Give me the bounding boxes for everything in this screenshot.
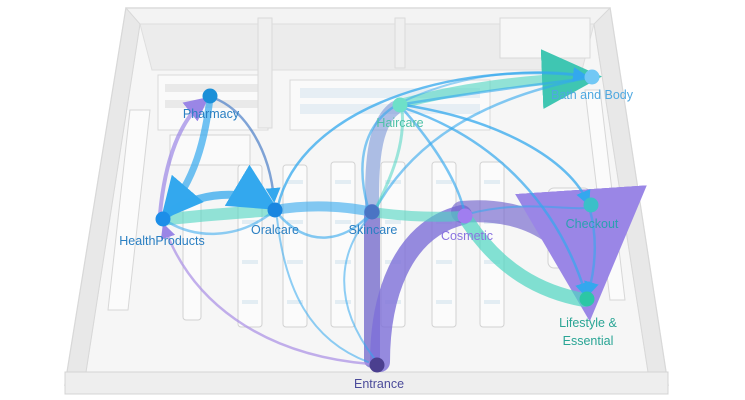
label-bathandbody: Bath and Body <box>551 88 634 102</box>
label-oralcare: Oralcare <box>251 223 299 237</box>
flow-entrance-cosmetic <box>370 205 472 372</box>
flow-cosmetic-checkout <box>467 205 586 215</box>
node-cosmetic[interactable] <box>457 208 473 224</box>
flow-health-pharmacy <box>158 96 209 216</box>
flow-oral-skincare-teal <box>270 201 377 217</box>
label-lifestyle-line1: Lifestyle & <box>559 316 617 330</box>
flow-entrance-health <box>160 223 372 366</box>
flow-oral-skincare-lower <box>276 212 370 239</box>
flow-haircare-bath-top <box>401 71 589 103</box>
flow-health-oral <box>162 164 279 219</box>
node-healthproducts[interactable] <box>155 211 171 227</box>
flow-skincare-haircare-right <box>374 108 404 210</box>
flow-oral-health <box>166 212 272 236</box>
flow-haircare-lifestyle <box>402 106 590 298</box>
label-cosmetic: Cosmetic <box>441 229 493 243</box>
flow-bath-haircare <box>402 76 592 106</box>
node-lifestyle[interactable] <box>579 291 595 307</box>
label-healthproducts: HealthProducts <box>119 234 204 248</box>
node-entrance[interactable] <box>369 357 385 373</box>
labels: Pharmacy HealthProducts Oralcare Skincar… <box>119 88 633 391</box>
flow-cosmetic-lifestyle <box>451 185 647 322</box>
flow-paths <box>156 49 647 372</box>
flow-skincare-cosmetic-teal <box>367 207 467 222</box>
flow-haircare-cosmetic <box>400 106 466 212</box>
label-entrance: Entrance <box>354 377 404 391</box>
flow-checkout-lifestyle <box>584 208 599 297</box>
node-checkout[interactable] <box>583 197 599 213</box>
flow-cosmetic-lifestyle-teal <box>461 215 591 307</box>
label-lifestyle-line2: Essential <box>563 334 614 348</box>
flow-entrance-skincare-thin <box>343 215 375 359</box>
flow-skincare-haircare-thin <box>361 104 397 210</box>
flow-pharmacy-oral <box>212 96 281 203</box>
flow-haircare-checkout <box>402 103 591 206</box>
node-bathandbody[interactable] <box>584 69 600 85</box>
label-checkout: Checkout <box>566 217 619 231</box>
flow-skincare-bath <box>374 76 588 210</box>
label-haircare: Haircare <box>376 116 423 130</box>
node-skincare[interactable] <box>364 204 380 220</box>
node-pharmacy[interactable] <box>202 88 218 104</box>
flow-skincare-haircare <box>365 101 402 215</box>
flow-entrance-oral <box>276 217 369 363</box>
nodes <box>155 69 600 373</box>
node-oralcare[interactable] <box>267 202 283 218</box>
node-haircare[interactable] <box>392 97 408 113</box>
label-pharmacy: Pharmacy <box>183 107 240 121</box>
label-skincare: Skincare <box>349 223 398 237</box>
flow-oral-bath <box>276 67 588 208</box>
flow-haircare-bath <box>395 49 602 110</box>
